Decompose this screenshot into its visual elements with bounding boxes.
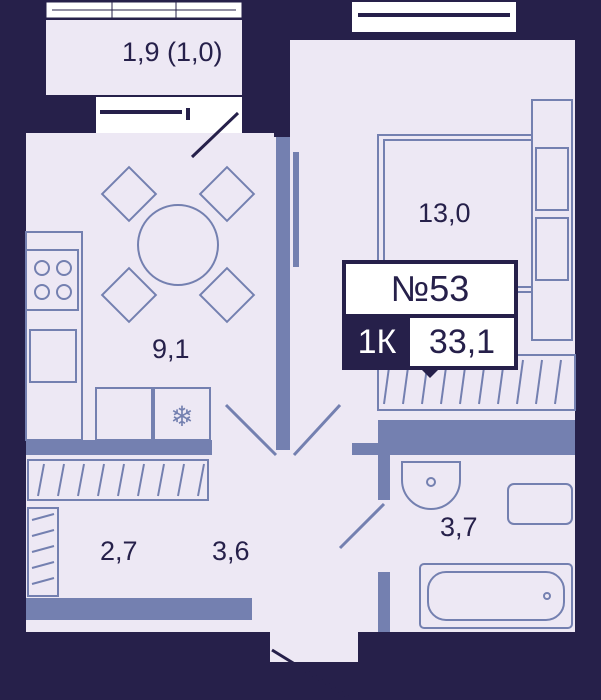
hanger-mark xyxy=(37,463,45,497)
bathtub-icon xyxy=(419,563,573,629)
hanger-mark xyxy=(31,577,55,585)
tag-pointer-icon xyxy=(418,366,442,378)
fridge-icon xyxy=(153,387,211,441)
balcony-window-icon xyxy=(45,1,243,19)
balcony-door-icon xyxy=(190,111,240,159)
hanger-mark xyxy=(177,463,185,497)
hanger-mark xyxy=(535,359,543,405)
hanger-mark xyxy=(31,545,55,553)
kitchen-area-label: 9,1 xyxy=(152,334,190,364)
hanger-mark xyxy=(197,463,205,497)
kitchen-window-icon xyxy=(96,97,242,133)
room-door-icon xyxy=(292,403,342,457)
kitchen-counter xyxy=(25,231,211,441)
bedroom-window-icon xyxy=(352,2,516,32)
hanger-mark xyxy=(137,463,145,497)
toilet-icon xyxy=(507,483,573,525)
entrance-door-icon xyxy=(271,648,351,700)
bathroom-area-label: 3,7 xyxy=(440,512,478,542)
wall-kitchen-storage xyxy=(26,440,212,455)
wall-kitchen-bedroom xyxy=(276,133,290,450)
bedroom-door-icon xyxy=(293,152,299,267)
hanger-mark xyxy=(57,463,65,497)
hanger-mark xyxy=(157,463,165,497)
nightstand-icon xyxy=(531,99,573,341)
washer-icon xyxy=(95,387,153,441)
dining-table-icon xyxy=(100,165,256,324)
snowflake-icon: ❄ xyxy=(170,401,193,432)
hanger-mark xyxy=(554,359,562,405)
apartment-total-area: 33,1 xyxy=(410,318,514,366)
hanger-mark xyxy=(117,463,125,497)
balcony-area-label: 1,9 (1,0) xyxy=(122,37,223,67)
hanger-mark xyxy=(31,561,55,569)
bathroom-door-icon xyxy=(338,502,386,550)
wall-bathroom-left xyxy=(378,455,390,500)
washbasin-icon xyxy=(401,461,461,510)
hanger-mark xyxy=(31,513,55,521)
bedroom-area-label: 13,0 xyxy=(418,198,471,228)
storage-shelf xyxy=(26,598,252,620)
sink-icon xyxy=(29,329,77,383)
wall-bathroom-top xyxy=(378,420,575,455)
hallway-area-label: 3,6 xyxy=(212,536,250,566)
hanger-mark xyxy=(31,529,55,537)
kitchen-door-icon xyxy=(224,403,278,457)
hanger-mark xyxy=(77,463,85,497)
apartment-number: №53 xyxy=(346,264,514,314)
hanger-mark xyxy=(516,359,524,405)
apartment-type: 1К xyxy=(357,323,397,361)
balcony-floor xyxy=(46,20,242,95)
stove-icon xyxy=(25,249,79,311)
hanger-mark xyxy=(97,463,105,497)
storage-area-label: 2,7 xyxy=(100,536,138,566)
apartment-tag: №53 1К 33,1 xyxy=(342,260,518,378)
